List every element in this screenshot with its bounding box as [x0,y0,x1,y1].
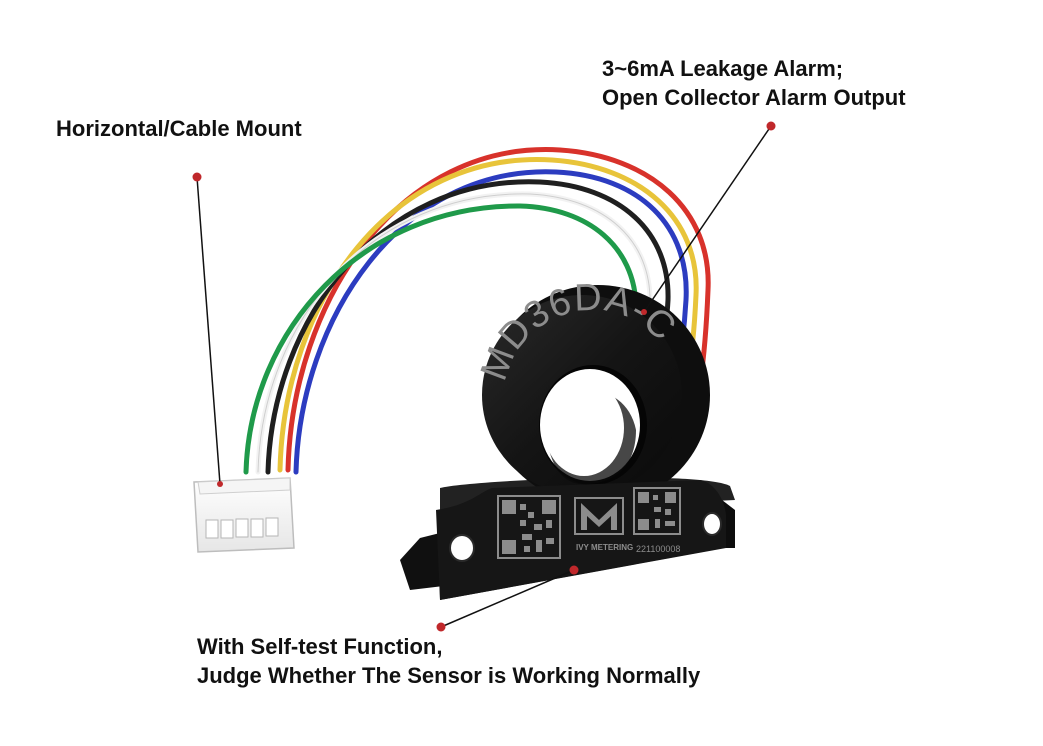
callout-cable-mount: Horizontal/Cable Mount [56,114,302,143]
serial-engraving: 221100008 [636,544,680,554]
leader-dot-selftest-end [569,565,579,575]
wire-blue [293,169,689,475]
brand-engraving: IVY METERING [576,543,633,552]
leader-line-selftest [440,569,575,628]
mount-hole-left [450,535,474,561]
leader-dot-alarm-end [641,309,647,315]
callout-self-test-line1: With Self-test Function, [197,634,443,659]
leader-line-mount [196,176,221,485]
callout-leakage-alarm-line1: 3~6mA Leakage Alarm; [602,56,844,81]
wire-red [285,147,711,473]
leader-dot-mount-end [217,481,223,487]
connector [193,477,295,553]
callout-leaders [192,121,776,632]
callout-self-test-line2: Judge Whether The Sensor is Working Norm… [197,663,701,688]
wire-black [265,179,671,475]
callout-leakage-alarm-line2: Open Collector Alarm Output [602,85,906,110]
callout-leakage-alarm: 3~6mA Leakage Alarm; Open Collector Alar… [602,54,906,112]
callout-cable-mount-line1: Horizontal/Cable Mount [56,116,302,141]
qr-code-right [633,487,681,535]
qr-code-left [497,495,561,559]
leader-dot-selftest [436,622,446,632]
brand-logo: IVY METERING [574,497,633,552]
leader-line-alarm [643,125,772,313]
mount-hole-right [703,513,721,535]
callout-self-test: With Self-test Function, Judge Whether T… [197,632,700,690]
sensor-body [400,285,735,600]
wire-white-outline [257,193,651,473]
wire-green [243,203,639,475]
leader-dot-mount [192,172,202,182]
leader-dot-alarm [766,121,776,131]
wire-harness [243,147,711,475]
